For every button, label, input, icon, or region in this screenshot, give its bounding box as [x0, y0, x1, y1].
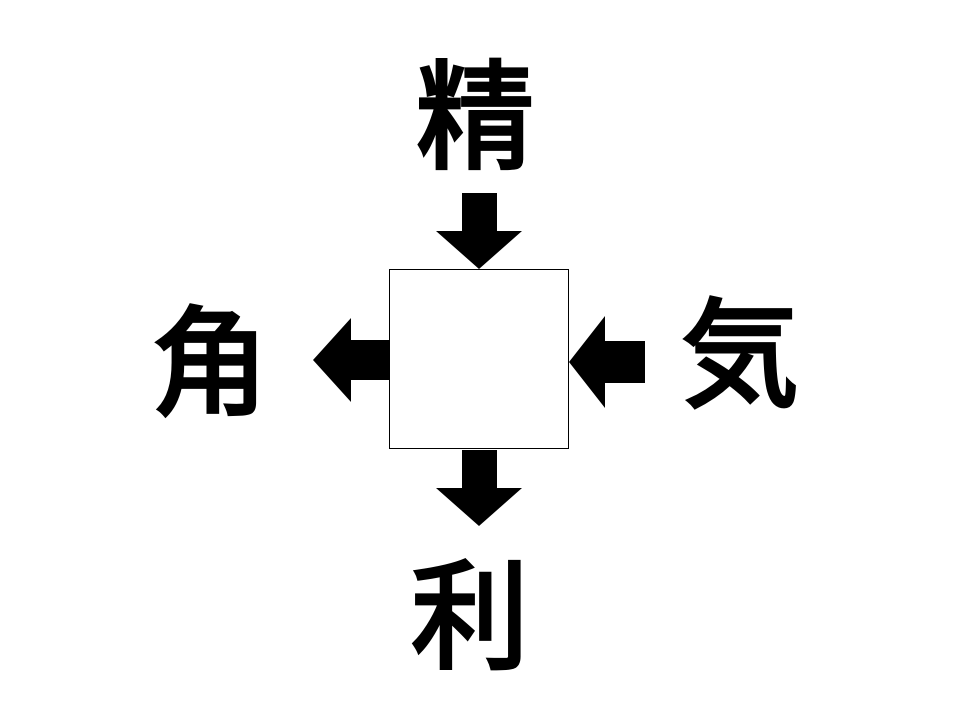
kanji-left: 角	[150, 295, 269, 433]
arrow-bottom-down-icon	[436, 450, 522, 526]
arrow-left-left-icon	[313, 318, 389, 402]
kanji-right: 気	[680, 287, 799, 425]
kanji-bottom: 利	[410, 549, 529, 687]
answer-box[interactable]	[389, 269, 569, 449]
arrow-top-down-icon	[436, 193, 522, 269]
kanji-top: 精	[415, 49, 534, 187]
arrow-right-left-icon	[569, 316, 645, 408]
